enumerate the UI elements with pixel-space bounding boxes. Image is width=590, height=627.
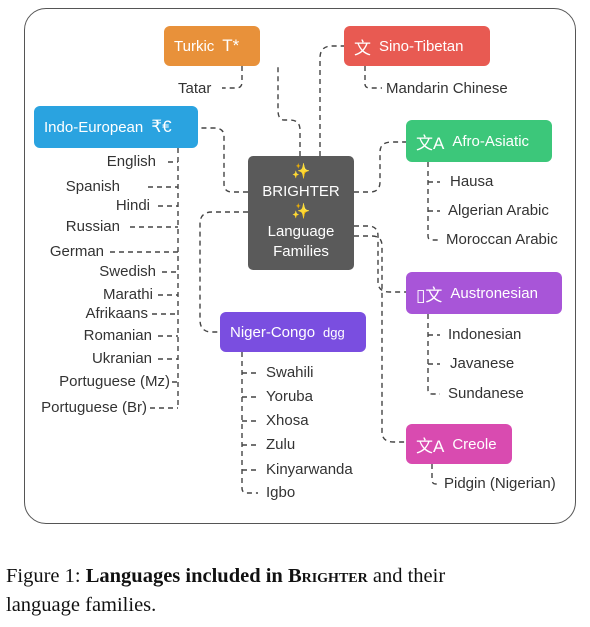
- language-label: Mandarin Chinese: [386, 80, 508, 97]
- language-label: Zulu: [266, 436, 296, 453]
- family-label-niger-congo: Niger-Congo: [230, 323, 316, 341]
- language-label: Igbo: [266, 484, 296, 501]
- figure-caption: Figure 1: Languages included in Brighter…: [6, 562, 586, 620]
- family-label-creole: Creole: [452, 435, 497, 453]
- caption-bold: Languages included in: [85, 565, 288, 587]
- language-label: Portuguese (Br): [41, 399, 147, 416]
- language-label: Ukranian: [91, 350, 152, 367]
- diagram-frame: [24, 8, 576, 524]
- language-label: Indonesian: [448, 326, 522, 343]
- language-label: Portuguese (Mz): [59, 373, 170, 390]
- language-label: Hausa: [450, 173, 494, 190]
- family-box-austronesian: ▯文 Austronesian: [406, 272, 562, 314]
- language-label: Tatar: [178, 80, 212, 97]
- family-box-turkic: Turkic T*: [164, 26, 260, 66]
- language-label: Javanese: [450, 355, 515, 372]
- family-box-sino-tibetan: 文 Sino-Tibetan: [344, 26, 490, 66]
- center-node: ✨ BRIGHTER ✨ Language Families: [248, 156, 354, 270]
- language-label: Xhosa: [266, 412, 309, 429]
- caption-prefix: Figure 1:: [6, 565, 86, 587]
- center-line2: Families: [273, 243, 329, 260]
- language-label: German: [49, 243, 104, 260]
- caption-suffix: and their: [367, 565, 446, 587]
- family-label-austronesian: Austronesian: [450, 284, 538, 302]
- translate-icon: 文A: [416, 436, 445, 456]
- language-label: Afrikaans: [85, 305, 148, 322]
- language-label: Yoruba: [266, 388, 313, 405]
- language-label: Moroccan Arabic: [446, 231, 558, 248]
- language-label: Swahili: [266, 364, 314, 381]
- currency-exchange-icon: ₹€: [151, 117, 172, 136]
- family-label-indo-european: Indo-European: [44, 118, 144, 136]
- typography-icon: T*: [222, 36, 240, 55]
- translate-icon: 文: [354, 38, 371, 58]
- family-box-creole: 文A Creole: [406, 424, 512, 464]
- family-box-afro-asiatic: 文A Afro-Asiatic: [406, 120, 552, 162]
- language-label: Algerian Arabic: [448, 202, 549, 219]
- center-line1: Language: [267, 223, 335, 240]
- language-label: Kinyarwanda: [266, 461, 353, 478]
- script-icon: dgg: [323, 324, 345, 340]
- language-label: Russian: [65, 218, 120, 235]
- caption-line2: language families.: [6, 594, 157, 616]
- family-box-niger-congo: Niger-Congo dgg: [220, 312, 366, 352]
- language-label: Hindi: [115, 197, 150, 214]
- family-box-indo-european: Indo-European ₹€: [34, 106, 198, 148]
- language-label: Spanish: [65, 178, 120, 195]
- language-label: Sundanese: [448, 385, 524, 402]
- language-label: Swedish: [99, 263, 156, 280]
- family-label-turkic: Turkic: [174, 37, 215, 55]
- language-label: Pidgin (Nigerian): [444, 475, 556, 492]
- language-label: English: [106, 153, 156, 170]
- caption-brand: Brighter: [287, 565, 368, 587]
- family-label-afro-asiatic: Afro-Asiatic: [452, 132, 530, 150]
- translate-icon: 文A: [416, 133, 445, 153]
- language-label: Romanian: [83, 327, 152, 344]
- sparkle-icon: ✨: [291, 163, 311, 180]
- center-title: BRIGHTER: [262, 183, 340, 200]
- sparkle-icon: ✨: [291, 203, 311, 220]
- language-label: Marathi: [102, 286, 153, 303]
- family-label-sino-tibetan: Sino-Tibetan: [379, 37, 464, 55]
- translate-icon: ▯文: [416, 285, 443, 305]
